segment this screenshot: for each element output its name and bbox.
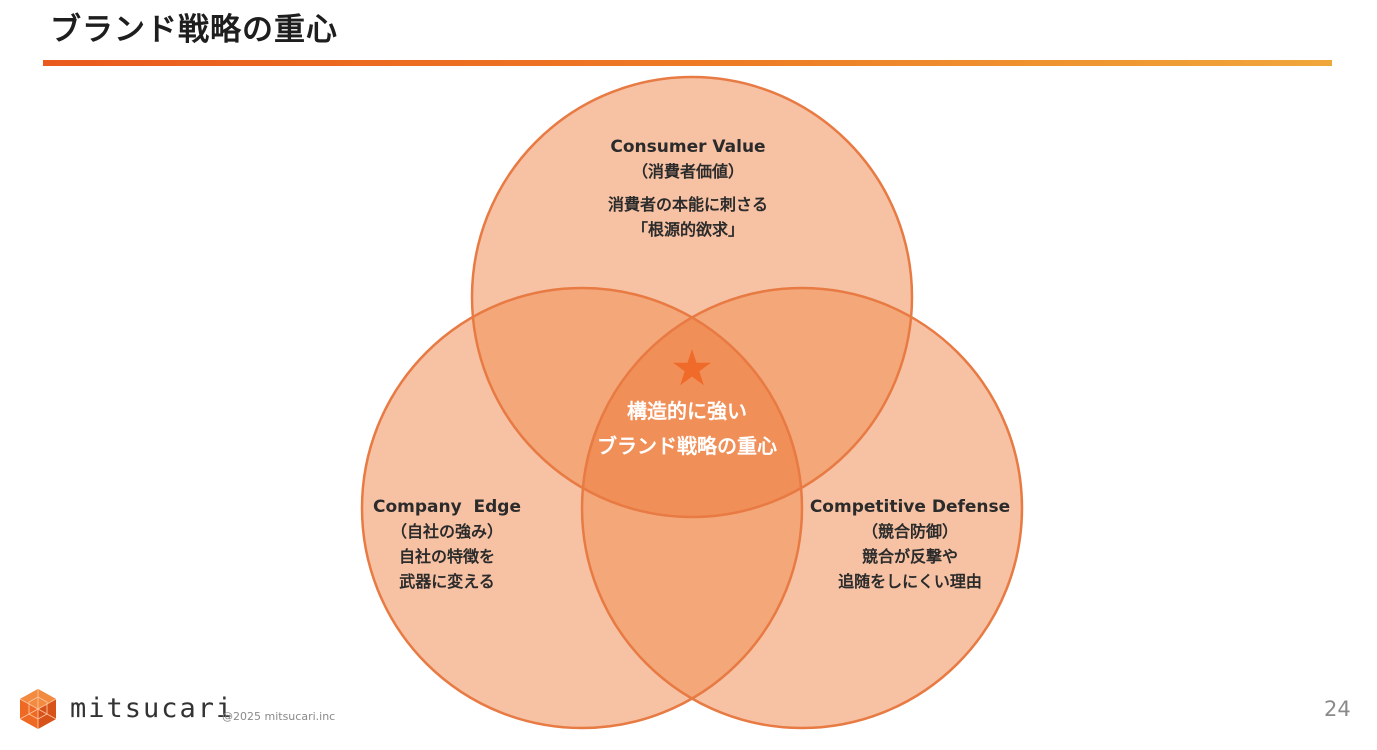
- competitive-defense-title: Competitive Defense: [809, 497, 1011, 517]
- hexagon-logo-icon: [19, 689, 57, 729]
- title-accent-bar: [43, 60, 1332, 66]
- company-edge-desc-1: 自社の特徴を: [398, 547, 495, 567]
- brand-wordmark: mitsucari: [70, 693, 235, 724]
- consumer-value-title: Consumer Value: [610, 137, 766, 157]
- overlap-center: [582, 288, 802, 517]
- company-edge-title: Company Edge: [372, 497, 521, 517]
- circle-competitive-outline: [580, 286, 1024, 730]
- center-label-line-2: ブランド戦略の重心: [597, 434, 777, 458]
- company-edge-label: Company Edge （自社の強み） 自社の特徴を 武器に変える: [322, 494, 572, 595]
- competitive-defense-desc-2: 追随をしにくい理由: [838, 571, 982, 591]
- page-number: 24: [1324, 697, 1351, 721]
- circle-company-outline: [360, 286, 804, 730]
- consumer-value-subtitle: （消費者価値）: [631, 162, 744, 182]
- circle-consumer-outline: [470, 75, 914, 519]
- center-label-line-1: 構造的に強い: [627, 399, 747, 423]
- star-icon: [673, 349, 711, 386]
- competitive-defense-desc-1: 競合が反撃や: [861, 547, 958, 567]
- company-edge-subtitle: （自社の強み）: [390, 522, 503, 542]
- competitive-defense-label: Competitive Defense （競合防御） 競合が反撃や 追随をしにく…: [785, 494, 1035, 595]
- company-edge-desc-2: 武器に変える: [399, 571, 495, 591]
- center-label: 構造的に強い ブランド戦略の重心: [562, 394, 812, 464]
- page-title: ブランド戦略の重心: [50, 12, 338, 48]
- consumer-value-desc-2: 「根源的欲求」: [631, 219, 744, 239]
- consumer-value-label: Consumer Value （消費者価値） 消費者の本能に刺さる 「根源的欲求…: [538, 134, 838, 243]
- consumer-value-desc-1: 消費者の本能に刺さる: [607, 195, 768, 215]
- competitive-defense-subtitle: （競合防御）: [861, 522, 958, 542]
- copyright-text: @2025 mitsucari.inc: [222, 710, 336, 723]
